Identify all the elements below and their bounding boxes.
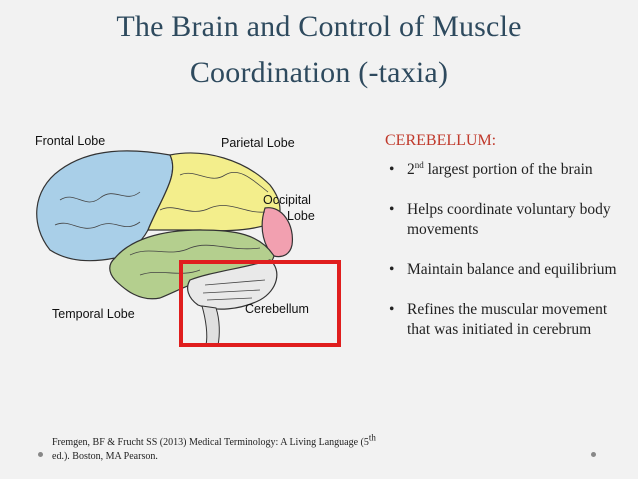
brain-diagram xyxy=(20,130,360,350)
bullet-1-text-post: largest portion of the brain xyxy=(423,161,593,178)
cerebellum xyxy=(187,259,278,310)
bullet-dot: • xyxy=(389,261,395,278)
citation: Fremgen, BF & Frucht SS (2013) Medical T… xyxy=(52,432,382,464)
bullet-dot: • xyxy=(389,301,395,318)
bullet-dot: • xyxy=(389,201,395,218)
label-occipital-line-2: Lobe xyxy=(287,209,315,223)
occipital-lobe xyxy=(261,207,293,258)
list-item: • Refines the muscular movement that was… xyxy=(385,300,625,340)
slide-title: The Brain and Control of Muscle Coordina… xyxy=(0,4,638,96)
label-parietal-lobe: Parietal Lobe xyxy=(221,136,295,150)
bullet-1-superscript: nd xyxy=(414,159,424,170)
decorative-dot-right xyxy=(591,452,596,457)
cerebellum-highlight-box xyxy=(179,260,341,347)
list-item: • 2nd largest portion of the brain xyxy=(385,160,625,180)
bullet-dot: • xyxy=(389,161,395,178)
label-frontal-lobe: Frontal Lobe xyxy=(35,134,106,148)
bullet-2-text: Helps coordinate voluntary body movement… xyxy=(407,201,611,238)
list-item: • Helps coordinate voluntary body moveme… xyxy=(385,200,625,240)
bullet-1-text-pre: 2 xyxy=(407,161,415,178)
bullet-3-text: Maintain balance and equilibrium xyxy=(407,261,617,278)
bullet-4-text: Refines the muscular movement that was i… xyxy=(407,301,608,338)
cerebellum-heading: CEREBELLUM: xyxy=(385,132,497,149)
citation-text-post: ed.). Boston, MA Pearson. xyxy=(52,451,158,462)
citation-text-pre: Fremgen, BF & Frucht SS (2013) Medical T… xyxy=(52,437,369,448)
list-item: • Maintain balance and equilibrium xyxy=(385,260,625,280)
label-temporal-lobe: Temporal Lobe xyxy=(52,307,135,321)
cerebellum-info-panel: CEREBELLUM: • 2nd largest portion of the… xyxy=(385,132,625,360)
gyri-lines xyxy=(54,172,269,301)
decorative-dot-left xyxy=(38,452,43,457)
parietal-lobe xyxy=(147,152,281,232)
title-line-1: The Brain and Control of Muscle xyxy=(116,10,522,43)
title-line-2: Coordination (-taxia) xyxy=(189,56,449,89)
brain-illustration xyxy=(36,150,293,346)
citation-superscript: th xyxy=(368,432,376,443)
label-occipital-line-1: Occipital xyxy=(263,193,311,207)
cerebellum-bullet-list: • 2nd largest portion of the brain • Hel… xyxy=(385,160,625,340)
label-cerebellum: Cerebellum xyxy=(245,302,309,316)
